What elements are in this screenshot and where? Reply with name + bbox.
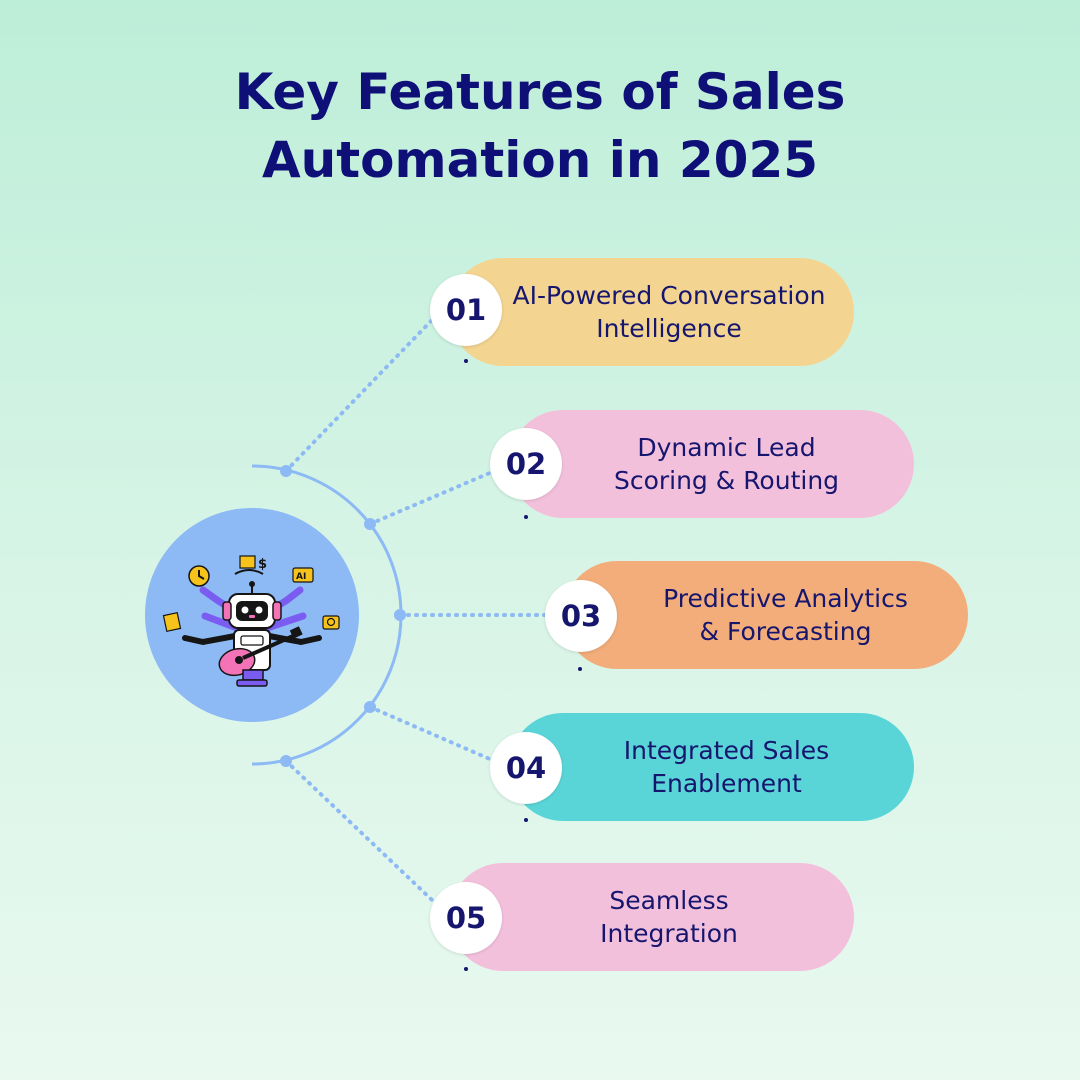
title-line-1: Key Features of Sales	[234, 63, 846, 121]
connector-line-04	[368, 705, 494, 762]
hub-circle: $ AI	[145, 508, 359, 722]
feature-03-line-2: & Forecasting	[699, 617, 872, 646]
feature-card-03: Predictive Analytics & Forecasting	[563, 561, 968, 669]
feature-number-03: 03	[545, 580, 617, 652]
feature-number-02: 02	[490, 428, 562, 500]
connector-line-01	[284, 318, 434, 473]
feature-04-line-1: Integrated Sales	[623, 736, 830, 765]
feature-number-05: 05	[430, 882, 502, 954]
feature-01-line-1: AI-Powered Conversation	[512, 281, 826, 310]
feature-dot-02	[524, 515, 528, 519]
feature-number-01: 01	[430, 274, 502, 346]
page-title: Key Features of Sales Automation in 2025	[0, 58, 1080, 194]
feature-label-03: Predictive Analytics & Forecasting	[603, 561, 968, 669]
title-line-2: Automation in 2025	[261, 131, 819, 189]
feature-dot-03	[578, 667, 582, 671]
arc-node-02	[364, 518, 376, 530]
robot-with-tools-icon: $ AI	[162, 555, 340, 687]
feature-02-line-1: Dynamic Lead	[637, 433, 816, 462]
connector-line-02	[368, 470, 494, 526]
feature-dot-05	[464, 967, 468, 971]
feature-dot-01	[464, 359, 468, 363]
feature-02-line-2: Scoring & Routing	[613, 466, 840, 495]
feature-dot-04	[524, 818, 528, 822]
connector-line-05	[284, 759, 434, 902]
feature-05-line-2: Integration	[600, 919, 738, 948]
arc-node-04	[364, 701, 376, 713]
svg-text:$: $	[258, 557, 267, 572]
feature-number-04: 04	[490, 732, 562, 804]
arc-node-03	[394, 609, 406, 621]
arc-node-01	[280, 465, 292, 477]
feature-01-line-2: Intelligence	[596, 314, 742, 343]
feature-04-line-2: Enablement	[651, 769, 802, 798]
arc-node-05	[280, 755, 292, 767]
feature-05-line-1: Seamless	[609, 886, 729, 915]
feature-03-line-1: Predictive Analytics	[663, 584, 908, 613]
ai-badge-label: AI	[296, 572, 306, 582]
